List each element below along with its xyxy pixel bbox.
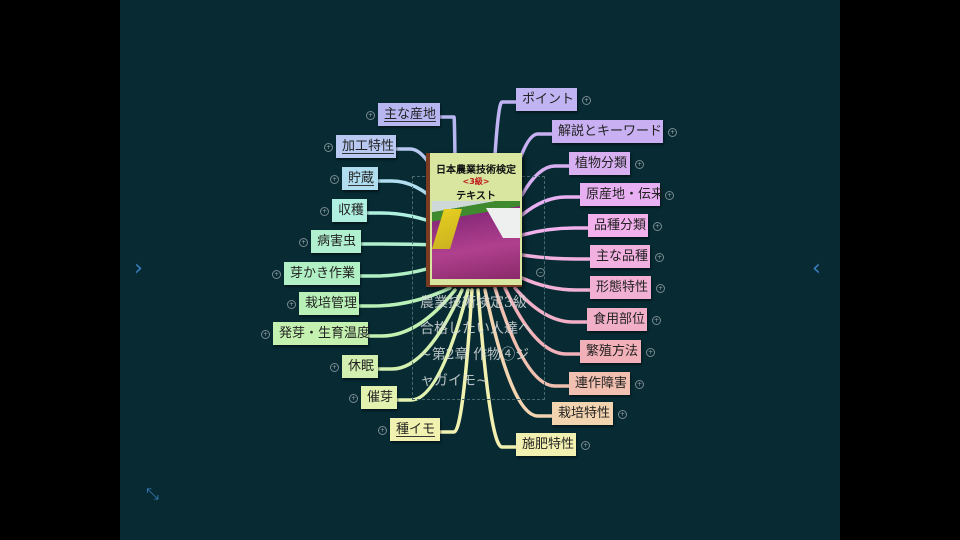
topic-label: 品種分類 (594, 218, 647, 233)
connector-line (438, 115, 457, 162)
next-page-chevron-icon[interactable]: ‹ (812, 256, 821, 281)
topic-node[interactable]: 芽かき作業 (284, 262, 360, 285)
topic-node[interactable]: 病害虫 (311, 230, 361, 253)
connector-line (520, 226, 590, 237)
topic-label: 発芽・生育温度 (279, 326, 371, 341)
expand-toggle-icon[interactable]: + (618, 410, 627, 419)
topic-label: 植物分類 (575, 156, 628, 171)
expand-toggle-icon[interactable]: + (299, 238, 308, 247)
connector-line (520, 164, 571, 197)
topic-node[interactable]: 発芽・生育温度 (273, 322, 371, 345)
topic-node[interactable]: 解説とキーワード (552, 120, 663, 143)
topic-label: 貯蔵 (348, 171, 375, 186)
expand-toggle-icon[interactable]: + (655, 253, 664, 262)
book-grade: <3級> (462, 177, 490, 186)
expand-toggle-icon[interactable]: + (324, 143, 333, 152)
topic-label: 施肥特性 (522, 437, 575, 452)
topic-label: 連作障害 (575, 376, 628, 391)
topic-node[interactable]: 貯蔵 (342, 167, 378, 190)
topic-label: 栽培管理 (305, 296, 358, 311)
topic-node[interactable]: 加工特性 (336, 135, 396, 158)
expand-toggle-icon[interactable]: + (635, 380, 644, 389)
book-title: 日本農業技術検定 (436, 165, 516, 176)
topic-node[interactable]: 収穫 (332, 199, 367, 222)
connector-line (366, 288, 457, 338)
topic-node[interactable]: 繁殖方法 (580, 340, 641, 363)
connector-line (476, 288, 518, 449)
topic-label: 繁殖方法 (586, 344, 639, 359)
connector-line (520, 253, 592, 261)
topic-node[interactable]: 原産地・伝来 (580, 183, 664, 206)
collapse-toggle-icon[interactable]: − (536, 268, 545, 277)
book-cover-image[interactable]: 日本農業技術検定 <3級> テキスト (426, 153, 522, 287)
topic-label: 収穫 (338, 203, 365, 218)
topic-label: 休眠 (348, 359, 375, 374)
expand-toggle-icon[interactable]: + (272, 270, 281, 279)
topic-label: 栽培特性 (558, 406, 611, 421)
flower-field-photo (432, 201, 520, 279)
expand-toggle-icon[interactable]: + (330, 175, 339, 184)
topic-label: 芽かき作業 (290, 266, 356, 281)
connector-line (513, 286, 589, 324)
expand-toggle-icon[interactable]: + (320, 207, 329, 216)
topic-node[interactable]: 主な産地 (378, 103, 440, 126)
topic-node[interactable]: 施肥特性 (516, 433, 576, 456)
connector-line (438, 288, 474, 434)
topic-node[interactable]: 主な品種 (590, 245, 650, 268)
previous-page-chevron-icon[interactable]: ‹ (134, 256, 143, 281)
topic-label: 催芽 (367, 390, 394, 405)
connector-line (483, 288, 554, 418)
expand-toggle-icon[interactable]: + (582, 96, 591, 105)
expand-toggle-icon[interactable]: + (349, 394, 358, 403)
topic-label: 形態特性 (596, 280, 649, 295)
expand-toggle-icon[interactable]: + (656, 284, 665, 293)
topic-node[interactable]: 連作障害 (569, 372, 630, 395)
book-subtitle: テキスト (456, 191, 496, 202)
topic-label: 主な産地 (384, 107, 437, 122)
topic-label: 種イモ (396, 422, 436, 437)
expand-toggle-icon[interactable]: + (665, 191, 674, 200)
title-line: 農業技術検定3級 (420, 295, 527, 311)
topic-label: ポイント (522, 92, 575, 107)
expand-toggle-icon[interactable]: + (652, 316, 661, 325)
central-topic-title[interactable]: 農業技術検定3級 合格したい人達へ ~第2章 作物④ジ ャガイモ~ (420, 290, 532, 394)
topic-label: 原産地・伝来 (586, 187, 665, 202)
expand-toggle-icon[interactable]: + (261, 330, 270, 339)
title-line: ャガイモ~ (420, 373, 488, 389)
connector-line (493, 100, 518, 157)
expand-toggle-icon[interactable]: + (287, 300, 296, 309)
topic-node[interactable]: 植物分類 (569, 152, 630, 175)
expand-toggle-icon[interactable]: + (330, 363, 339, 372)
expand-toggle-icon[interactable]: + (646, 348, 655, 357)
topic-label: 解説とキーワード (558, 124, 663, 139)
topic-node[interactable]: 休眠 (342, 355, 378, 378)
expand-toggle-icon[interactable]: + (378, 426, 387, 435)
topic-node[interactable]: 品種分類 (588, 214, 648, 237)
topic-label: 病害虫 (317, 234, 357, 249)
exit-fullscreen-icon[interactable]: ⤡ (146, 484, 159, 503)
topic-label: 加工特性 (342, 139, 395, 154)
topic-node[interactable]: 形態特性 (590, 276, 651, 299)
topic-node[interactable]: 栽培管理 (299, 292, 359, 315)
connector-line (493, 286, 571, 388)
title-line: ~第2章 作物④ジ (420, 347, 530, 363)
connector-line (520, 276, 592, 292)
topic-node[interactable]: ポイント (516, 88, 577, 111)
expand-toggle-icon[interactable]: + (635, 160, 644, 169)
topic-node[interactable]: 食用部位 (587, 308, 647, 331)
topic-label: 主な品種 (596, 249, 649, 264)
topic-label: 食用部位 (593, 312, 646, 327)
topic-node[interactable]: 栽培特性 (552, 402, 613, 425)
title-line: 合格したい人達へ (420, 321, 532, 337)
topic-node[interactable]: 種イモ (390, 418, 440, 441)
connector-line (357, 286, 452, 308)
connector-line (520, 195, 582, 217)
expand-toggle-icon[interactable]: + (668, 128, 677, 137)
topic-node[interactable]: 催芽 (361, 386, 397, 409)
connector-line (503, 286, 582, 356)
expand-toggle-icon[interactable]: + (653, 222, 662, 231)
expand-toggle-icon[interactable]: + (581, 441, 590, 450)
connector-line (376, 288, 464, 371)
expand-toggle-icon[interactable]: + (366, 111, 375, 120)
